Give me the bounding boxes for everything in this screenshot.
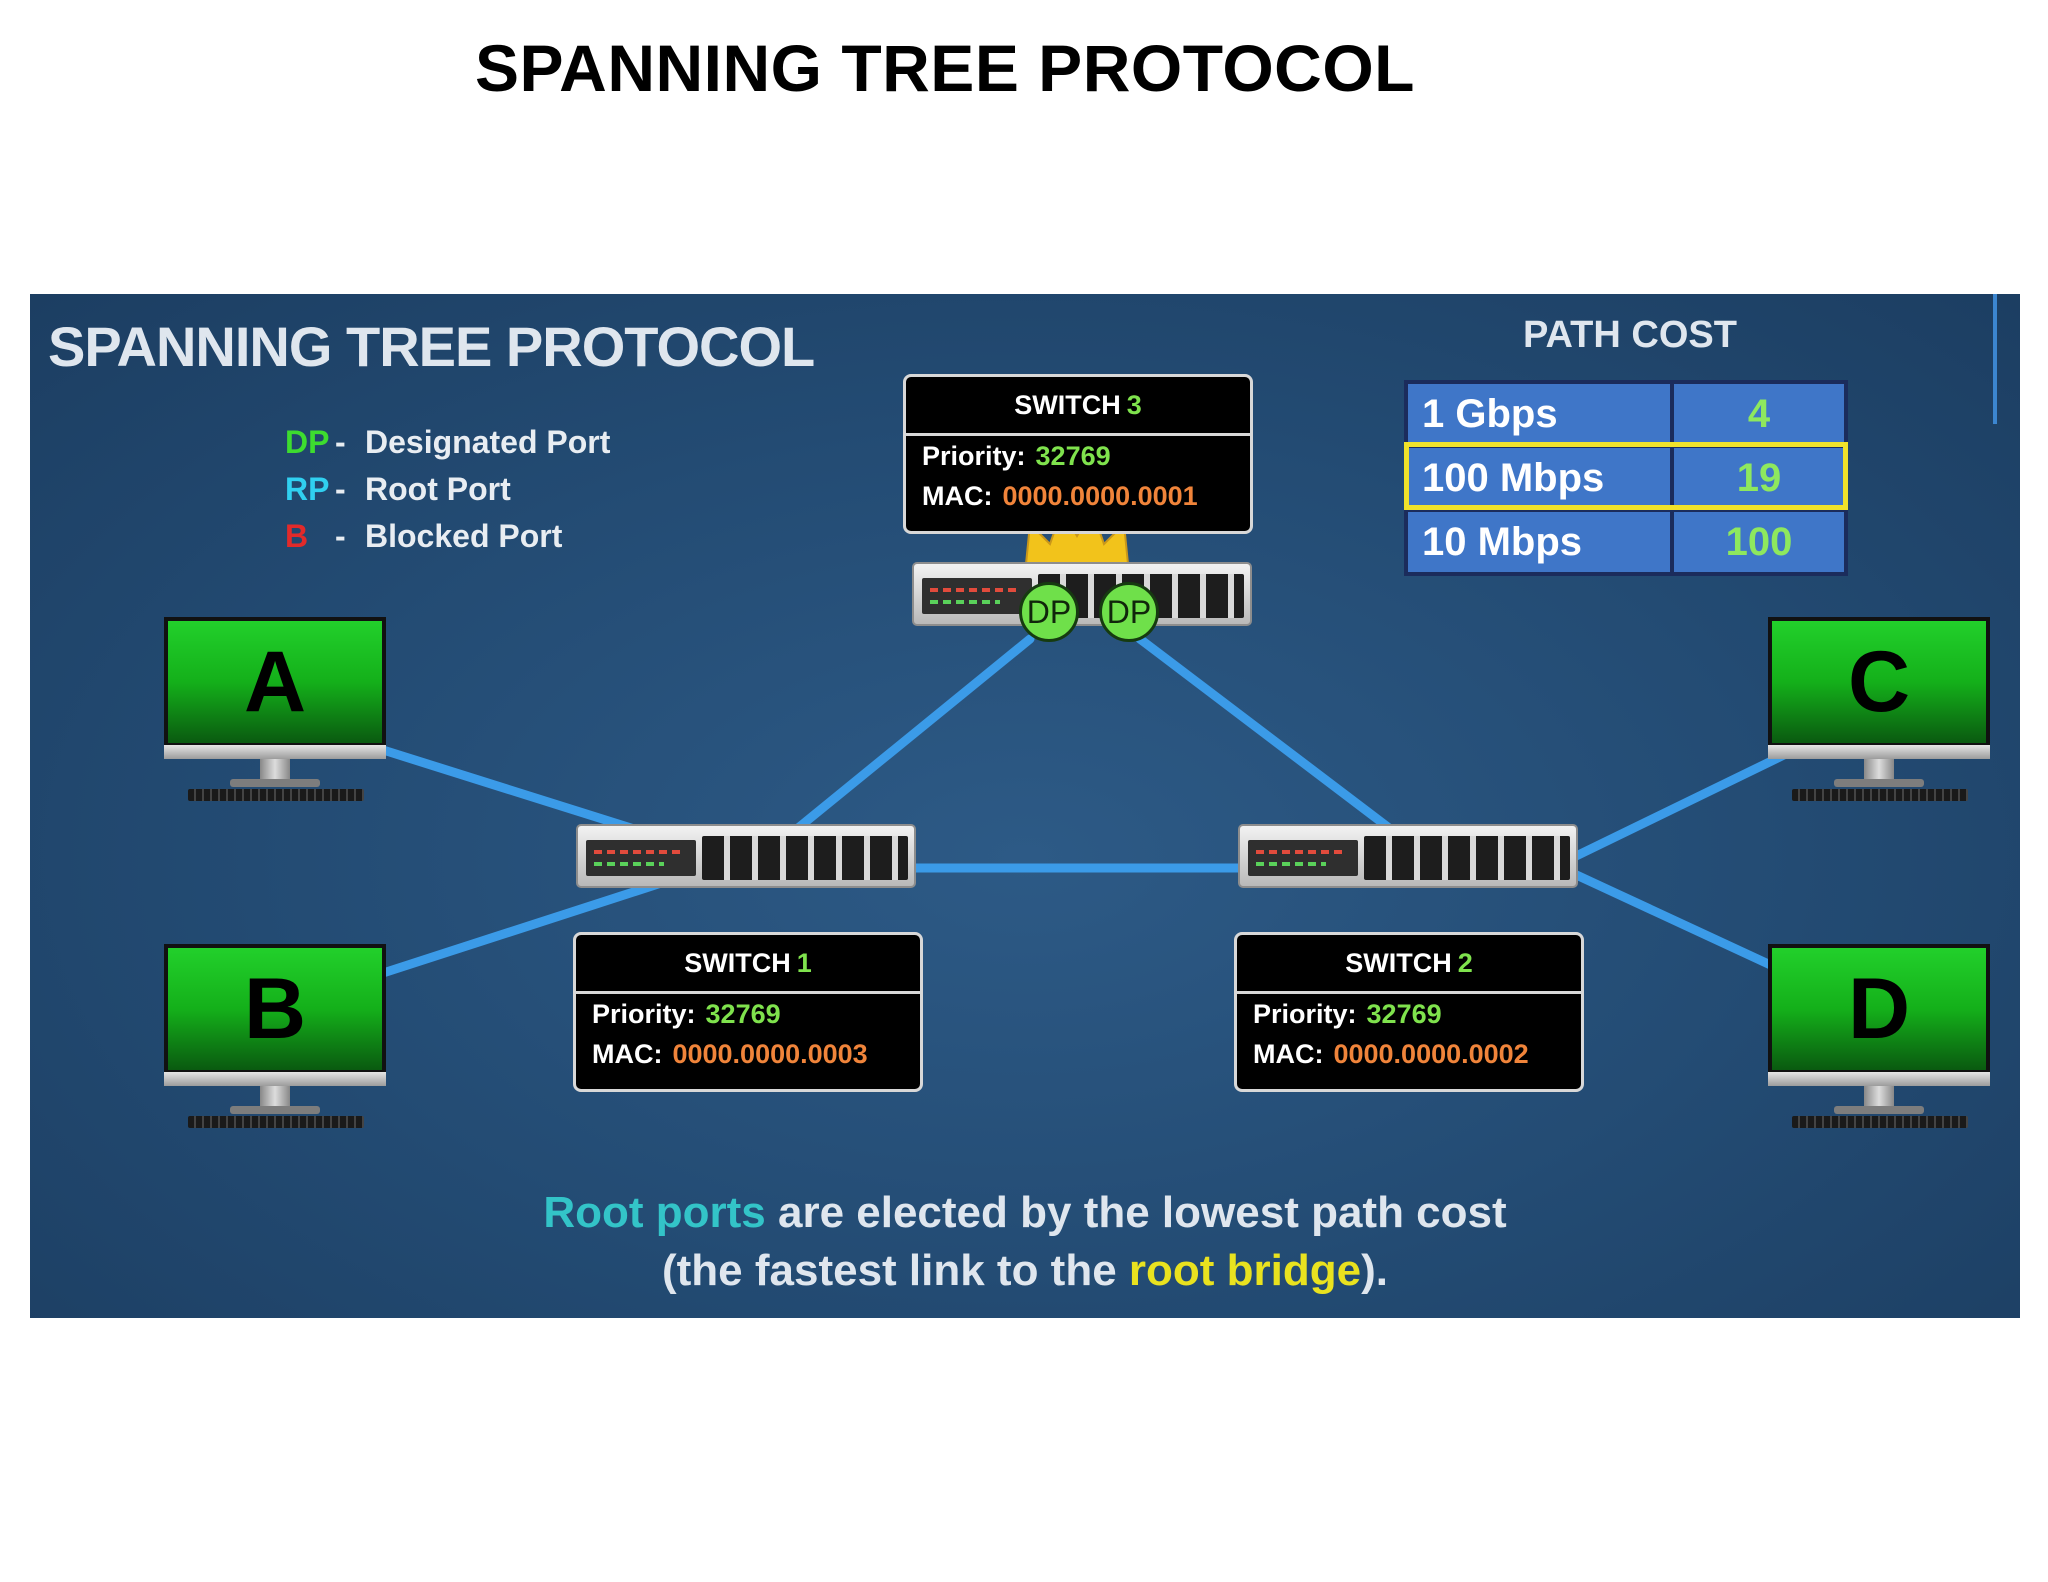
priority-value: 32769 xyxy=(1035,441,1111,471)
switch3-name: SWITCH xyxy=(1014,390,1121,420)
path-cost-table: 1 Gbps 4 100 Mbps 19 10 Mbps 100 xyxy=(1404,380,1848,576)
legend-rp-abbr: RP xyxy=(285,471,330,507)
network-links xyxy=(375,634,1795,979)
path-cost-row: 10 Mbps 100 xyxy=(1408,512,1844,572)
link-switch1-switch3 xyxy=(755,634,1035,864)
monitor-icon xyxy=(164,944,386,1074)
stp-slide: SPANNING TREE PROTOCOL DP-Designated Por… xyxy=(30,294,2020,1318)
switch2-number: 2 xyxy=(1457,948,1473,978)
legend-dp-label: Designated Port xyxy=(365,424,611,460)
mac-label: MAC: xyxy=(592,1039,663,1069)
switch3-device[interactable] xyxy=(912,562,1252,626)
path-cost-speed: 100 Mbps xyxy=(1408,448,1670,508)
path-cost-row: 1 Gbps 4 xyxy=(1408,384,1844,444)
caption-root-bridge: root bridge xyxy=(1128,1246,1362,1295)
switch3-number: 3 xyxy=(1126,390,1142,420)
host-a-label: A xyxy=(243,634,307,730)
switch2-mac: MAC: 0000.0000.0002 xyxy=(1237,1034,1581,1074)
host-c[interactable]: C xyxy=(1768,617,1990,807)
legend-dash: - xyxy=(335,471,346,507)
caption-line1-text: are elected by the lowest path cost xyxy=(765,1188,1507,1237)
switch3-port-badge-dp: DP xyxy=(1019,582,1079,642)
path-cost-speed: 10 Mbps xyxy=(1408,512,1670,572)
priority-label: Priority: xyxy=(922,441,1026,471)
mac-label: MAC: xyxy=(1253,1039,1324,1069)
path-cost-row: 100 Mbps 19 xyxy=(1408,448,1844,508)
priority-label: Priority: xyxy=(592,999,696,1029)
legend-rp-label: Root Port xyxy=(365,471,511,507)
path-cost-speed: 1 Gbps xyxy=(1408,384,1670,444)
priority-label: Priority: xyxy=(1253,999,1357,1029)
host-d[interactable]: D xyxy=(1768,944,1990,1134)
switch1-device[interactable] xyxy=(576,824,916,888)
switch3-port-badge-dp: DP xyxy=(1099,582,1159,642)
slide-title: SPANNING TREE PROTOCOL xyxy=(48,315,815,378)
mac-label: MAC: xyxy=(922,481,993,511)
legend-dp: DP-Designated Port xyxy=(285,419,610,466)
caption-line1: Root ports are elected by the lowest pat… xyxy=(30,1184,2020,1242)
port-legend: DP-Designated Port RP-Root Port B-Blocke… xyxy=(285,419,610,560)
caption-line2-text: (the fastest link to the xyxy=(661,1246,1129,1295)
path-cost-value: 4 xyxy=(1674,384,1844,444)
priority-value: 32769 xyxy=(1366,999,1442,1029)
path-cost-value: 19 xyxy=(1674,448,1844,508)
path-cost-value: 100 xyxy=(1674,512,1844,572)
switch2-device[interactable] xyxy=(1238,824,1578,888)
caption-root-ports: Root ports xyxy=(543,1188,766,1237)
switch1-priority: Priority: 32769 xyxy=(576,994,920,1034)
legend-dash: - xyxy=(335,424,346,460)
mac-value: 0000.0000.0003 xyxy=(672,1039,868,1069)
page-title: SPANNING TREE PROTOCOL xyxy=(475,31,1415,105)
keyboard-icon xyxy=(1792,1116,1968,1128)
host-b[interactable]: B xyxy=(164,944,386,1134)
link-switch2-d xyxy=(1565,867,1795,979)
switch1-number: 1 xyxy=(796,948,812,978)
monitor-icon xyxy=(1768,944,1990,1074)
mac-value: 0000.0000.0002 xyxy=(1333,1039,1529,1069)
caption-line2: (the fastest link to the root bridge). xyxy=(30,1242,2020,1300)
legend-dash: - xyxy=(335,518,346,554)
switch3-priority: Priority: 32769 xyxy=(906,436,1250,476)
link-switch3-switch2 xyxy=(1135,634,1435,864)
link-switch2-c xyxy=(1565,747,1795,864)
switch2-priority: Priority: 32769 xyxy=(1237,994,1581,1034)
legend-dp-abbr: DP xyxy=(285,424,330,460)
switch3-mac: MAC: 0000.0000.0001 xyxy=(906,476,1250,516)
keyboard-icon xyxy=(188,789,364,801)
path-cost-highlight xyxy=(1404,442,1848,510)
host-d-label: D xyxy=(1847,961,1911,1057)
switch2-name: SWITCH xyxy=(1345,948,1452,978)
legend-b-label: Blocked Port xyxy=(365,518,563,554)
switch1-mac: MAC: 0000.0000.0003 xyxy=(576,1034,920,1074)
caption-line2-end: ). xyxy=(1361,1246,1389,1295)
caption: Root ports are elected by the lowest pat… xyxy=(30,1184,2020,1300)
monitor-icon xyxy=(164,617,386,747)
host-b-label: B xyxy=(243,961,307,1057)
keyboard-icon xyxy=(188,1116,364,1128)
keyboard-icon xyxy=(1792,789,1968,801)
host-a[interactable]: A xyxy=(164,617,386,807)
switch1-name: SWITCH xyxy=(684,948,791,978)
host-c-label: C xyxy=(1847,634,1911,730)
legend-rp: RP-Root Port xyxy=(285,466,610,513)
priority-value: 32769 xyxy=(705,999,781,1029)
legend-b: B-Blocked Port xyxy=(285,513,610,560)
path-cost-title: PATH COST xyxy=(1523,314,1737,356)
edge-mark xyxy=(1993,294,1997,424)
legend-b-abbr: B xyxy=(285,518,309,554)
mac-value: 0000.0000.0001 xyxy=(1002,481,1198,511)
